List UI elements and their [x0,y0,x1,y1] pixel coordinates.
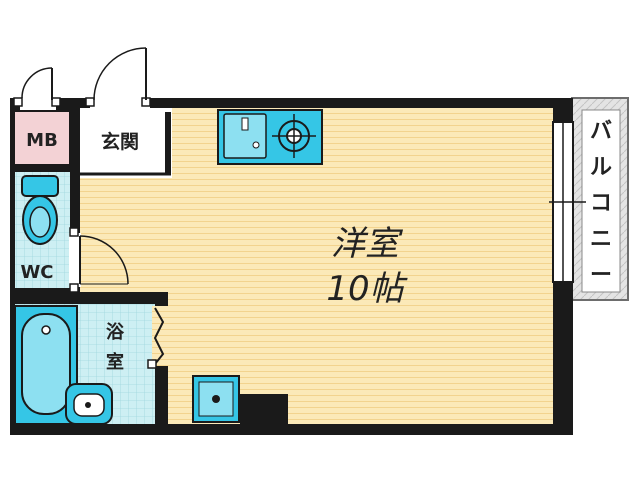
bathroom-door [147,306,168,369]
room-label-1: 洋室 [331,224,404,264]
pillar [240,394,288,432]
svg-text:ル: ル [590,155,612,180]
entrance-label: 玄関 [101,130,139,153]
balcony-window [549,121,586,283]
entrance [80,112,168,174]
front-door [85,47,151,110]
balcony [571,97,629,301]
room-label-2: 10帖 [326,269,408,309]
bath-label-2: 室 [106,351,124,373]
mb-door [13,67,61,110]
toilet [21,175,59,245]
bath-label-1: 浴 [106,322,125,343]
balcony-label: バ ル コ ニ ー [590,119,612,288]
wc-door [69,227,129,293]
svg-text:ニ: ニ [590,227,612,252]
wc-label: WC [20,262,53,283]
svg-text:ー: ー [590,263,612,288]
washbasin [65,383,113,425]
mb-label: MB [26,130,58,151]
svg-text:バ: バ [590,119,612,144]
mb-closet [15,112,69,164]
svg-text:コ: コ [590,191,612,216]
washing-machine-pan [192,375,240,423]
kitchen-counter [217,109,323,165]
